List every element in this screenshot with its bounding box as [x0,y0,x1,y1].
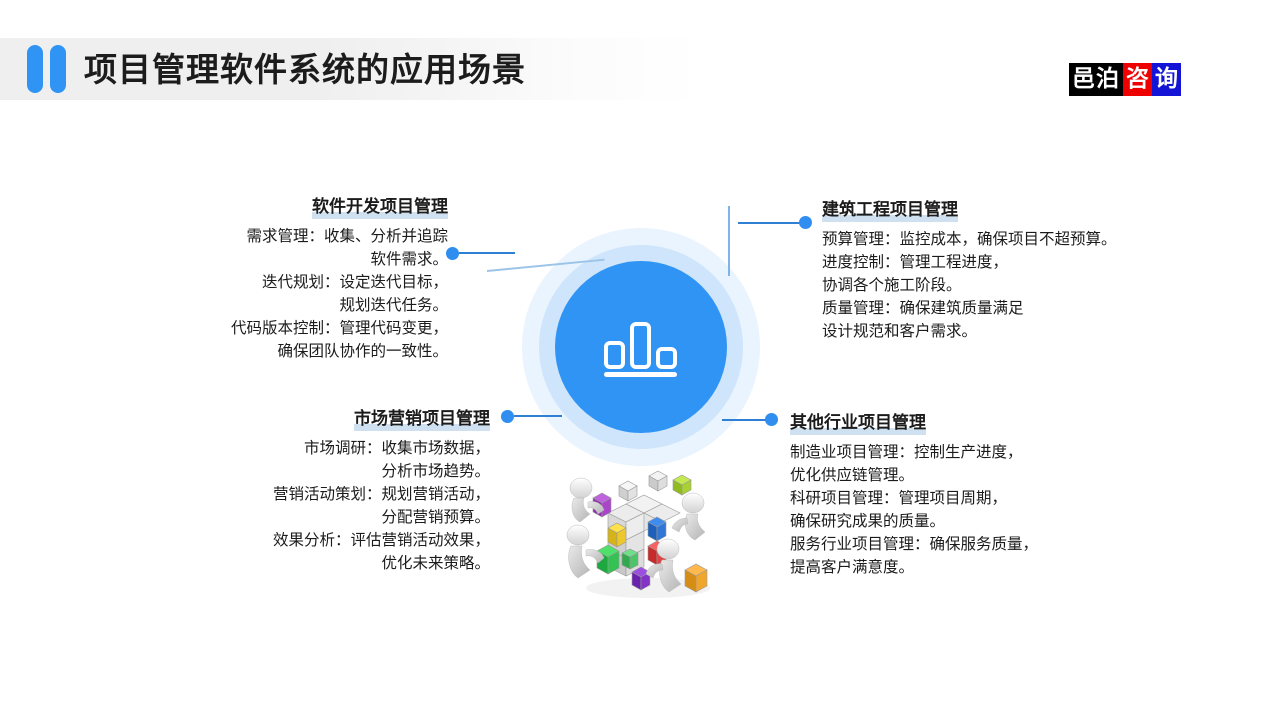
section-heading-software: 软件开发项目管理 [312,196,448,219]
page-title: 项目管理软件系统的应用场景 [84,51,526,88]
bar-chart-icon [604,322,677,377]
connector-dot-marketing [501,410,514,423]
section-heading-construction: 建筑工程项目管理 [822,199,958,222]
hub-core [555,261,727,433]
section-body-software: 需求管理：收集、分析并追踪 软件需求。 迭代规划：设定迭代目标， 规划迭代任务。… [230,228,448,360]
header-band [0,38,700,100]
header-accent-marks [27,45,67,93]
connector-dot-software [446,247,459,260]
connector-dot-construction [799,216,812,229]
section-heading-marketing: 市场营销项目管理 [354,408,490,431]
section-heading-other: 其他行业项目管理 [790,412,926,435]
logo-segment-red: 咨 [1123,63,1152,96]
logo-segment-black: 邑泊 [1069,63,1123,96]
teamwork-cube-illustration [562,462,730,602]
section-body-other: 制造业项目管理：控制生产进度， 优化供应链管理。 科研项目管理：管理项目周期， … [790,444,1039,576]
section-construction-engineering: 建筑工程项目管理 预算管理：监控成本，确保项目不超预算。 进度控制：管理工程进度… [822,199,1202,343]
section-marketing: 市场营销项目管理 市场调研：收集市场数据， 分析市场趋势。 营销活动策划：规划营… [198,408,490,575]
center-hub [522,228,760,466]
connector-vline-construction [728,206,730,276]
accent-bar-1 [27,45,43,93]
connector-line-marketing [514,415,562,417]
accent-bar-2 [50,45,66,93]
teamwork-cube-svg [566,470,710,598]
brand-logo: 邑泊 咨 询 [1069,63,1181,96]
section-software-development: 软件开发项目管理 需求管理：收集、分析并追踪 软件需求。 迭代规划：设定迭代目标… [148,196,448,363]
logo-segment-blue: 询 [1152,63,1181,96]
section-body-marketing: 市场调研：收集市场数据， 分析市场趋势。 营销活动策划：规划营销活动， 分配营销… [272,440,490,572]
connector-line-software [459,252,515,254]
section-other-industries: 其他行业项目管理 制造业项目管理：控制生产进度， 优化供应链管理。 科研项目管理… [790,412,1120,579]
connector-line-other [722,419,770,421]
connector-dot-other [765,413,778,426]
section-body-construction: 预算管理：监控成本，确保项目不超预算。 进度控制：管理工程进度， 协调各个施工阶… [822,231,1117,340]
connector-line-construction [738,222,800,224]
